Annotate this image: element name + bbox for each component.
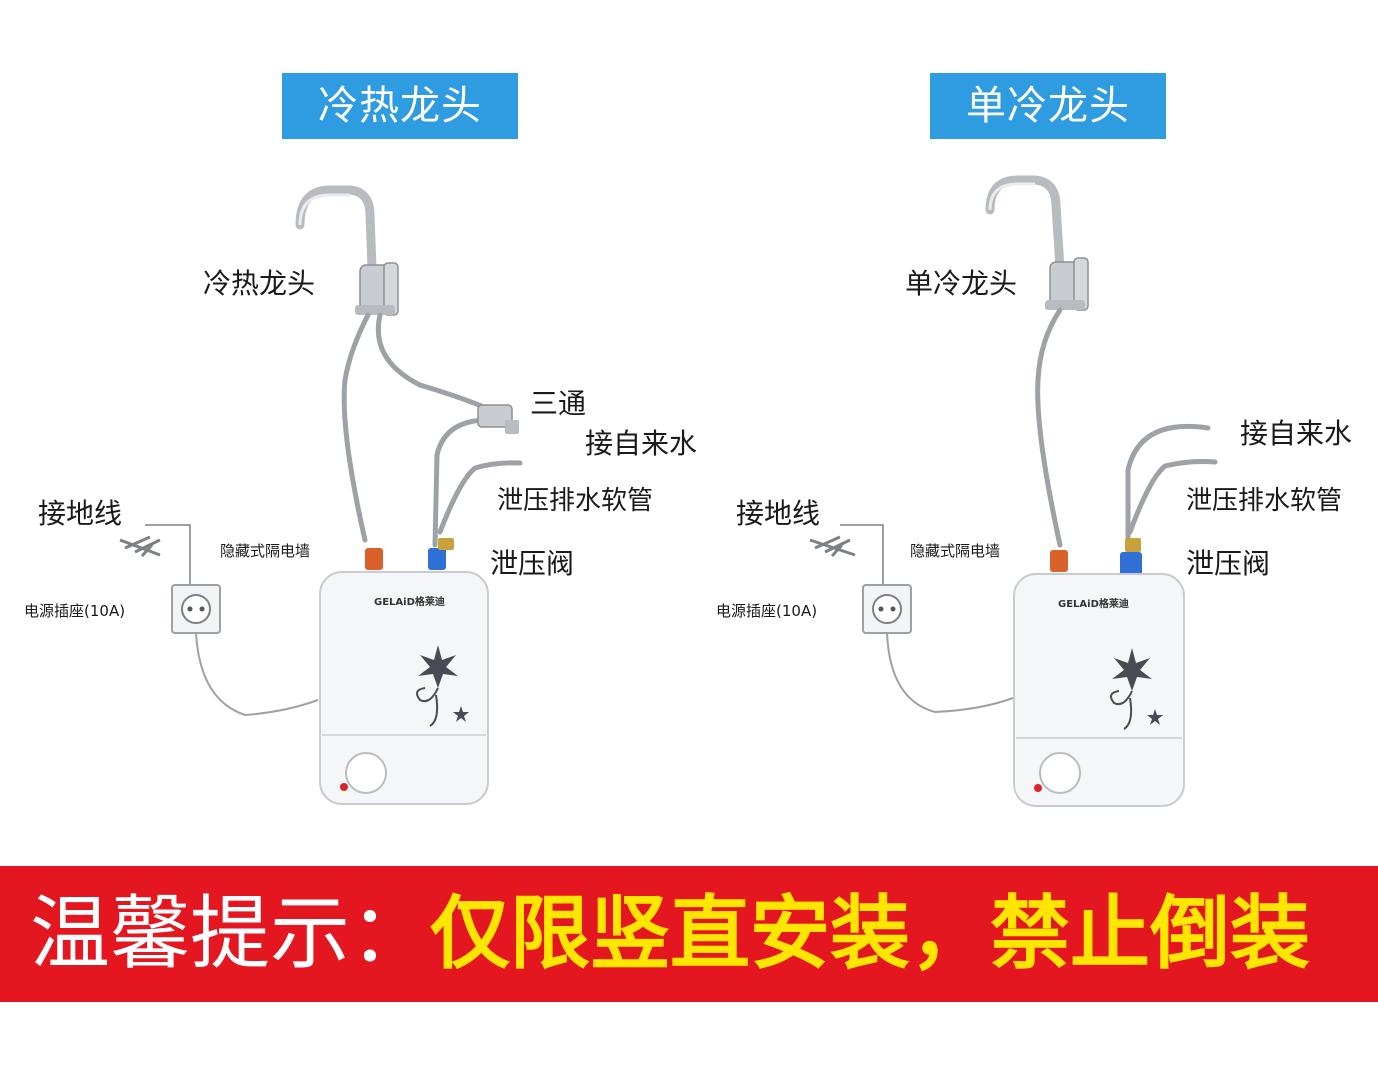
water-heater-tank	[1013, 573, 1185, 807]
relief-valve-icon	[1125, 538, 1141, 552]
hot-water-connector	[365, 548, 383, 570]
relief-valve-label: 泄压阀	[1186, 547, 1271, 580]
power-cord	[886, 632, 1014, 714]
relief-valve-label: 泄压阀	[490, 547, 575, 580]
power-socket-icon	[862, 584, 912, 634]
power-cord	[195, 632, 319, 717]
drain-hose-label: 泄压排水软管	[497, 486, 654, 516]
hot-water-connector	[1050, 550, 1068, 572]
socket-label: 电源插座(10A)	[24, 602, 126, 620]
cold-water-connector	[428, 548, 446, 570]
panel-title: 单冷龙头	[930, 73, 1166, 139]
wall-label: 隐藏式隔电墙	[910, 542, 1001, 560]
drain-hose-label: 泄压排水软管	[1186, 486, 1343, 516]
hose-lines	[1035, 307, 1218, 548]
hose-lines	[341, 312, 523, 548]
diagram-panel-hot-cold: 冷热龙头	[0, 0, 700, 860]
brand-logo: GELAiD格莱迪	[374, 597, 445, 608]
ground-wire-icon	[809, 524, 884, 590]
socket-label: 电源插座(10A)	[716, 602, 818, 620]
brand-logo: GELAiD格莱迪	[1058, 599, 1129, 610]
faucet-label: 单冷龙头	[905, 267, 1018, 300]
relief-valve-icon	[438, 538, 454, 550]
water-heater-tank	[319, 571, 489, 805]
heater-installation-illustration	[809, 175, 1218, 807]
faucet-icon	[985, 175, 1089, 311]
power-socket-icon	[171, 584, 221, 634]
ground-wire-label: 接地线	[38, 497, 123, 530]
faucet-icon	[295, 185, 399, 316]
tee-fitting-icon	[477, 404, 519, 434]
warning-main: 仅限竖直安装，禁止倒装	[430, 887, 1310, 980]
warning-banner: 温馨提示：仅限竖直安装，禁止倒装	[0, 866, 1378, 1002]
warning-text: 温馨提示：仅限竖直安装，禁止倒装	[30, 884, 1310, 984]
inlet-label: 接自来水	[1240, 417, 1353, 450]
diagram-panel-cold-only: 单冷龙头	[700, 0, 1378, 860]
faucet-label: 冷热龙头	[203, 267, 316, 300]
flower-decoration-icon	[415, 645, 469, 727]
heater-installation-illustration	[119, 185, 523, 805]
ground-wire-icon	[119, 524, 191, 590]
inlet-label: 接自来水	[585, 427, 698, 460]
tee-label: 三通	[530, 387, 587, 420]
warning-lead: 温馨提示：	[30, 887, 430, 980]
ground-wire-label: 接地线	[736, 497, 821, 530]
panel-title: 冷热龙头	[282, 73, 518, 139]
flower-decoration-icon	[1109, 648, 1163, 730]
wall-label: 隐藏式隔电墙	[220, 542, 311, 560]
